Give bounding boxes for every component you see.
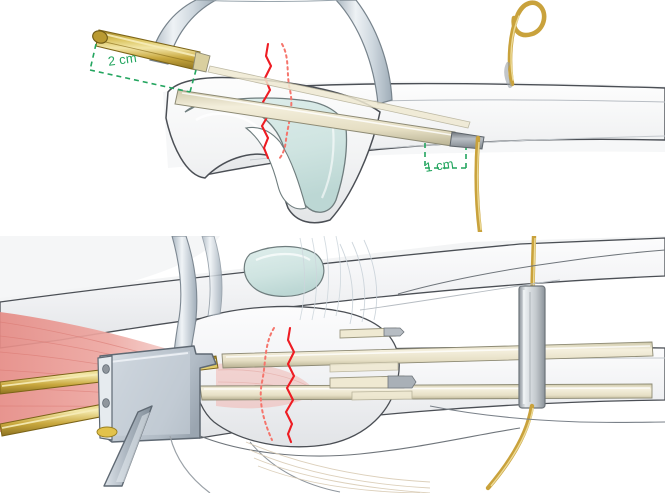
guide-hole-middle — [102, 398, 110, 408]
cerclage-lower-highlight — [490, 407, 534, 487]
guide-top-highlight — [109, 352, 189, 363]
kwire-inner-stub-lower — [351, 390, 413, 401]
guide-handle-highlight — [116, 412, 150, 482]
fracture-line-near — [260, 42, 273, 160]
cerclage-loop — [507, 0, 547, 87]
panel-divider — [0, 232, 665, 236]
kwire-inner-stub-upper — [329, 361, 399, 373]
cerclage-loop-highlight — [510, 15, 520, 81]
fracture-line-far-bottom — [259, 327, 275, 441]
measure-bracket-1cm — [424, 143, 467, 169]
articular-cartilage-fragment — [243, 245, 325, 297]
panel-bottom-artwork — [0, 236, 665, 493]
cerclage-descending-highlight — [476, 141, 482, 231]
guide-face-shade — [108, 351, 190, 436]
upper-right-fibers — [339, 239, 378, 325]
cartilage-frag-highlight — [255, 252, 311, 262]
kwire-lower-pale — [199, 383, 653, 401]
kwire-gold-lowline — [100, 40, 198, 64]
forearm-lower-outline — [429, 405, 665, 423]
tendon-fiber-lines — [299, 236, 341, 321]
triceps-tendon-right — [335, 0, 393, 105]
tendon-arch-line — [195, 0, 341, 3]
triceps-tendon-band-2 — [201, 236, 223, 317]
fracture-line-near-bottom — [284, 326, 296, 444]
kwire-end-cap — [92, 30, 108, 44]
kwire-steel-tip-lower — [329, 375, 417, 389]
kwire-steel-tip-upper — [339, 327, 405, 339]
cerclage-entry-shadow — [504, 62, 512, 88]
kwire-upper-pale-highlight — [225, 345, 651, 358]
cerclage-wire-lower — [485, 403, 535, 491]
notch-inner-gap — [244, 126, 307, 210]
humerus-lower-edge — [397, 249, 665, 295]
guide-hole-upper — [102, 364, 110, 374]
tendon-lower-1 — [249, 441, 341, 493]
kwire-secondary — [207, 65, 471, 129]
panel-top-artwork — [89, 0, 665, 232]
guide-left-plate — [97, 355, 113, 441]
kwire-lower-pale-highlight — [203, 387, 651, 390]
cerclage-wire-loop — [504, 0, 547, 88]
parallel-drill-guide — [96, 345, 217, 487]
cerclage-assembly — [485, 236, 546, 491]
panel-bottom-oblique-view — [0, 236, 665, 493]
panel-top-lateral-view: 2 cm 1 cm — [0, 0, 665, 232]
guide-gold-washer — [96, 426, 118, 438]
measure-bracket-2cm — [89, 43, 197, 93]
kwire-shaft-highlight — [181, 92, 453, 136]
kwire-gold-highlight — [103, 33, 197, 57]
cerclage-wire-descending — [474, 135, 483, 232]
lower-fiber-lines — [245, 441, 431, 493]
tendon-lower-2 — [169, 435, 211, 493]
kwire-transition — [192, 51, 211, 73]
soft-tissue-outline-lower — [199, 427, 521, 457]
humerus-edge-soft — [359, 279, 561, 311]
